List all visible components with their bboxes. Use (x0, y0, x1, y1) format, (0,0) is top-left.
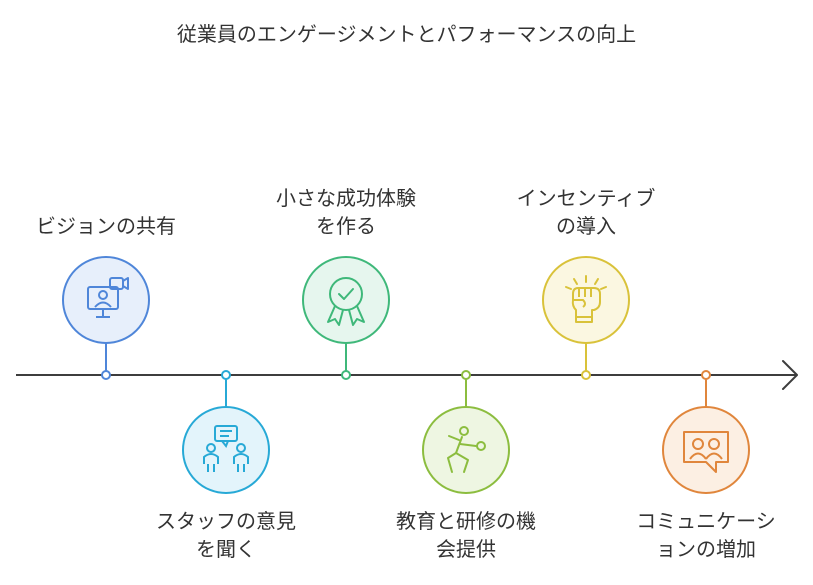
milestone-label: 教育と研修の機会提供 (366, 507, 566, 563)
milestone-label-line: インセンティブ (516, 186, 656, 210)
milestone-2 (182, 370, 270, 494)
timeline-arrowhead (782, 360, 798, 390)
milestone-circle (302, 256, 390, 344)
milestone-label-line: 教育と研修の機 (396, 509, 536, 533)
milestone-label: インセンティブの導入 (486, 184, 686, 240)
video-presentation-icon (87, 277, 129, 318)
award-badge-icon (327, 277, 365, 326)
milestone-label-line: コミュニケーシ (636, 509, 776, 533)
milestone-label-line: の導入 (556, 214, 616, 238)
milestone-5 (542, 256, 630, 380)
milestone-label-line: 小さな成功体験 (276, 186, 416, 210)
milestone-4 (422, 370, 510, 494)
training-person-icon (447, 426, 486, 473)
milestone-label-line: を聞く (196, 537, 256, 561)
milestone-circle (182, 406, 270, 494)
milestone-label: コミュニケーションの増加 (606, 507, 806, 563)
milestone-circle (662, 406, 750, 494)
timeline-node (101, 370, 111, 380)
milestone-6 (662, 370, 750, 494)
milestone-label-line: を作る (316, 214, 376, 238)
milestone-circle (422, 406, 510, 494)
milestone-3 (302, 256, 390, 380)
people-chat-icon (203, 425, 249, 472)
timeline-node (461, 370, 471, 380)
group-conversation-icon (683, 431, 729, 473)
diagram-title: 従業員のエンゲージメントとパフォーマンスの向上 (176, 22, 637, 46)
timeline-node (581, 370, 591, 380)
timeline-node (701, 370, 711, 380)
milestone-circle (542, 256, 630, 344)
milestone-label-line: ョンの増加 (656, 537, 756, 561)
milestone-label-line: ビジョンの共有 (36, 214, 176, 238)
milestone-label-line: 会提供 (436, 537, 496, 561)
milestone-circle (62, 256, 150, 344)
milestone-label: スタッフの意見を聞く (126, 507, 326, 563)
milestone-label: 小さな成功体験を作る (246, 184, 446, 240)
milestone-label: ビジョンの共有 (6, 212, 206, 240)
milestone-label-line: スタッフの意見 (156, 509, 296, 533)
milestone-1 (62, 256, 150, 380)
timeline-node (341, 370, 351, 380)
timeline-node (221, 370, 231, 380)
raised-fist-icon (565, 275, 607, 323)
